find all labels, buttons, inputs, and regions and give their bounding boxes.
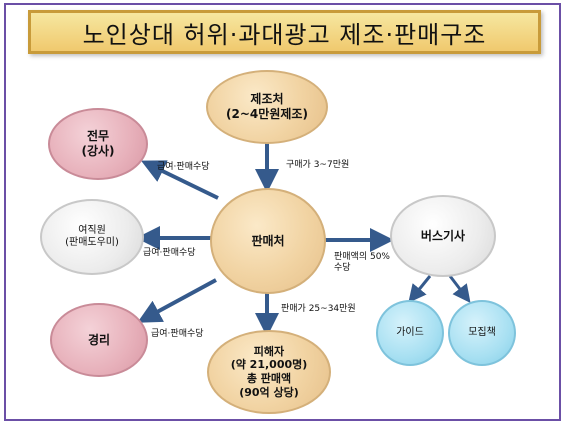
arrow-bus-to-recruiter <box>448 275 471 303</box>
lecturer-node: 전무 (강사) <box>48 108 148 180</box>
arrow-bus-to-guide <box>408 275 432 303</box>
label-to-lecturer: 급여·판매수당 <box>157 162 210 172</box>
guide-node: 가이드 <box>376 300 444 366</box>
recruiter-node: 모집책 <box>448 300 516 366</box>
manufacturer-node: 제조처 (2~4만원제조) <box>206 70 328 144</box>
arrow-sales-to-lecturer <box>141 160 219 200</box>
label-to-bus-driver: 판매액의 50% 수당 <box>334 252 390 273</box>
victims-node: 피해자 (약 21,000명) 총 판매액 (90억 상당) <box>207 330 331 414</box>
label-to-female-staff: 급여·판매수당 <box>143 248 196 258</box>
label-sales-price: 판매가 25~34만원 <box>281 304 356 314</box>
manager-node: 경리 <box>50 303 148 377</box>
bus-driver-node: 버스기사 <box>390 195 496 277</box>
sales-node: 판매처 <box>210 188 326 294</box>
label-to-manager: 급여·판매수당 <box>151 329 204 339</box>
label-purchase-price: 구매가 3~7만원 <box>286 160 350 170</box>
arrow-sales-to-manager <box>137 278 217 323</box>
diagram-title: 노인상대 허위·과대광고 제조·판매구조 <box>28 10 541 54</box>
female-staff-node: 여직원 (판매도우미) <box>40 199 144 275</box>
